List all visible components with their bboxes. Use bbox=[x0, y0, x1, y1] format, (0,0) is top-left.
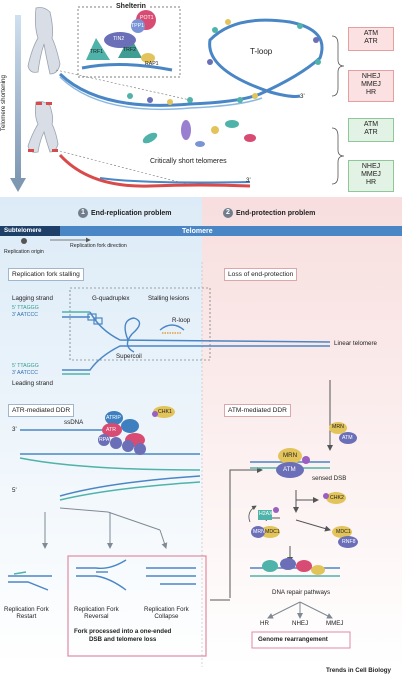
stalling-box bbox=[69, 287, 211, 361]
repair-box-top: NHEJ MMEJ HR bbox=[348, 70, 394, 102]
telomere-label: Telomere bbox=[182, 228, 213, 235]
hr-label: HR bbox=[260, 620, 269, 627]
sensed-dsb-label: sensed DSB bbox=[312, 475, 347, 482]
pot1-label: POT1 bbox=[140, 15, 154, 21]
atm-incoming-label: ATM bbox=[342, 435, 353, 441]
three-prime-bottom: 3' bbox=[246, 177, 251, 184]
atr-label: ATR bbox=[106, 427, 116, 433]
stalling-lesions-label: Stalling lesions bbox=[148, 295, 190, 302]
five-prime-ssdna: 5' bbox=[12, 487, 17, 494]
t-loop-proteins bbox=[127, 19, 321, 105]
atrip-label: ATRIP bbox=[106, 415, 121, 421]
atm-label: ATM bbox=[283, 466, 296, 473]
subtelomere-label: Subtelomere bbox=[4, 227, 42, 234]
seq-3-bottom: 3' AATCCC bbox=[12, 370, 38, 376]
mrn-label: MRN bbox=[283, 452, 298, 459]
mdc1-right-label: MDC1 bbox=[336, 529, 351, 535]
mdc1-left-label: MDC1 bbox=[265, 529, 280, 535]
r-loop bbox=[159, 324, 185, 331]
chromosome-long bbox=[27, 7, 61, 75]
atm-ddr-label: ATM-mediated DDR bbox=[224, 404, 291, 417]
nhej-label: NHEJ bbox=[292, 620, 309, 627]
top-telomere-dna bbox=[58, 18, 324, 107]
atm-atr-box-bottom: ATM ATR bbox=[348, 118, 394, 142]
fork-collapse bbox=[146, 567, 196, 585]
t-loop-label: T-loop bbox=[250, 47, 273, 56]
shelterin-box bbox=[77, 6, 181, 78]
leading-strand-label: Leading strand bbox=[12, 380, 53, 387]
telomere-bar bbox=[60, 226, 402, 236]
problem-number-2: 2 bbox=[223, 208, 233, 218]
loss-protection-label: Loss of end-protection bbox=[224, 268, 298, 281]
short-telomere-dna bbox=[58, 153, 251, 188]
h2ax-label: H2AX bbox=[259, 511, 273, 517]
fork-restart bbox=[8, 571, 52, 591]
chk2-label: CHK2 bbox=[330, 495, 344, 501]
h2ax-mdc1 bbox=[248, 505, 280, 538]
rnf8-label: RNF8 bbox=[342, 539, 356, 545]
shelterin-complex bbox=[81, 10, 173, 72]
fork-reversal-label: Replication Fork Reversal bbox=[74, 606, 119, 621]
supercoil-label: Supercoil bbox=[116, 353, 142, 360]
brace-top bbox=[331, 35, 345, 97]
processed-box bbox=[67, 555, 207, 657]
trf1-label: TRF1 bbox=[90, 49, 103, 55]
tin2-label: TIN2 bbox=[113, 36, 125, 42]
chromosome-short bbox=[27, 101, 59, 153]
mrn-small-label: MRN bbox=[253, 529, 265, 535]
chk1-label: CHK1 bbox=[158, 409, 172, 415]
seq-5-top: 5' TTAGGG bbox=[12, 305, 39, 311]
fork-processed-label: Fork processed into a one-ended DSB and … bbox=[74, 628, 172, 643]
subtelomere-bar bbox=[0, 226, 60, 236]
fork-direction-label: Replication fork direction bbox=[70, 243, 127, 249]
fork-collapse-label: Replication Fork Collapse bbox=[144, 606, 189, 621]
mrn-incoming-label: MRN bbox=[332, 424, 344, 430]
released-proteins bbox=[142, 120, 256, 147]
genome-rearrangement-label: Genome rearrangement bbox=[258, 636, 328, 643]
linear-telomere-label: Linear telomere bbox=[334, 340, 377, 347]
g-quadruplex bbox=[87, 313, 103, 325]
mrn-atm-complex bbox=[276, 448, 310, 478]
rpa-label: RPA bbox=[99, 437, 110, 443]
mmej-label: MMEJ bbox=[326, 620, 344, 627]
genome-rearrangement-box bbox=[251, 631, 351, 649]
rap1-label: RAP1 bbox=[145, 61, 159, 67]
problem-number-1: 1 bbox=[78, 208, 88, 218]
shelterin-label: Shelterin bbox=[114, 3, 148, 10]
supercoil bbox=[124, 317, 141, 353]
repair-proteins bbox=[262, 558, 325, 575]
mrn-atm-incoming bbox=[329, 422, 357, 444]
brace-bottom bbox=[331, 127, 345, 185]
telomere-shortening-label: Telomere shortening bbox=[0, 75, 7, 132]
repair-box-bottom: NHEJ MMEJ HR bbox=[348, 160, 394, 192]
fork-restart-label: Replication Fork Restart bbox=[4, 606, 49, 621]
chk2-mdc1-rnf8 bbox=[323, 492, 358, 548]
journal-label: Trends in Cell Biology bbox=[326, 667, 391, 674]
atm-atr-box-top: ATM ATR bbox=[348, 27, 394, 51]
atr-ddr-label: ATR-mediated DDR bbox=[8, 404, 75, 417]
three-prime-ssdna: 3' bbox=[12, 426, 17, 433]
fork-stalling-label: Replication fork stalling bbox=[8, 268, 84, 281]
shortening-arrow bbox=[15, 15, 21, 180]
replication-origin-label: Replication origin bbox=[4, 249, 44, 255]
tpp1-label: TPP1 bbox=[131, 23, 144, 29]
g-quadruplex-label: G-quadruplex bbox=[92, 295, 130, 302]
atr-complex bbox=[98, 406, 175, 455]
three-prime-top: 3' bbox=[300, 93, 305, 100]
ssdna-label: ssDNA bbox=[64, 419, 84, 426]
fork-reversal bbox=[76, 559, 127, 591]
seq-3-top: 3' AATCCC bbox=[12, 312, 38, 318]
lagging-strand-label: Lagging strand bbox=[12, 295, 53, 302]
repair-pathways-label: DNA repair pathways bbox=[272, 589, 331, 596]
critically-short-label: Critically short telomeres bbox=[150, 158, 227, 165]
trf2-label: TRF2 bbox=[123, 47, 136, 53]
r-loop-label: R-loop bbox=[172, 317, 191, 324]
seq-5-bottom: 5' TTAGGG bbox=[12, 363, 39, 369]
